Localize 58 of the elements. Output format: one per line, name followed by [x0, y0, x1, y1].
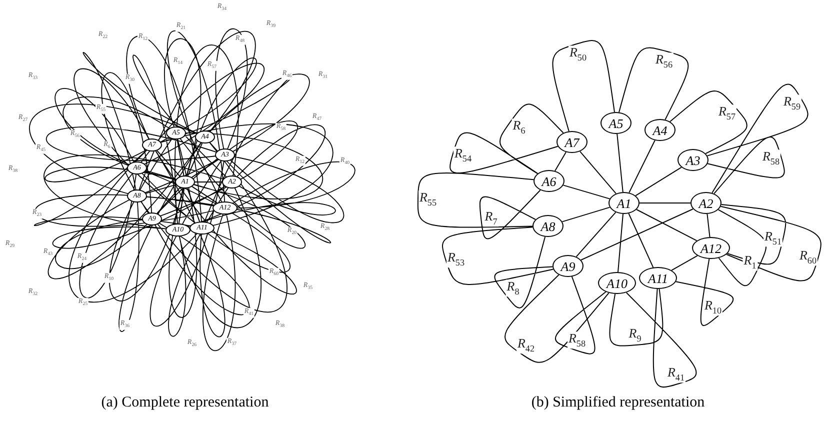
relation-label: R$_{53}$: [446, 250, 466, 268]
connector-line: [186, 188, 200, 222]
entity-ellipse: A1: [608, 192, 640, 214]
connector-line: [178, 188, 185, 224]
connector-line: [580, 208, 694, 260]
connector-line: [562, 206, 610, 222]
connector-line: [176, 139, 184, 176]
relation-label: R$_{56}$: [654, 52, 674, 70]
connector-line: [562, 184, 610, 200]
entity-ellipse: A7: [556, 131, 588, 153]
connector-line: [146, 184, 176, 194]
connector-line: [618, 214, 624, 272]
relation-label: R$_{60}$: [798, 248, 818, 266]
relation-label: R$_{55}$: [418, 190, 438, 208]
relation-label: R$_{51}$: [763, 230, 783, 246]
connector-line: [628, 213, 654, 268]
connector-line: [635, 166, 682, 196]
relation-label: R$_{50}$: [568, 46, 588, 62]
connector-line: [671, 255, 698, 271]
entity-ellipse: A8: [532, 215, 564, 237]
connector-line: [576, 212, 616, 258]
relation-label: R$_{58}$: [567, 332, 587, 348]
relation-label: R$_{57}$: [717, 104, 737, 122]
connector-line: [580, 150, 616, 194]
connector-line: [706, 214, 710, 238]
connector-line: [156, 150, 180, 177]
connector-line: [156, 187, 180, 214]
connector-line: [187, 142, 203, 176]
connector-line: [616, 134, 624, 192]
connector-line: [192, 186, 218, 204]
entity-ellipse: A4: [644, 119, 676, 141]
entity-ellipse: A11: [639, 267, 677, 289]
panel-caption: (a) Complete representation: [100, 396, 270, 410]
connector-line: [639, 202, 691, 204]
relation-label: R$_{7}$: [484, 210, 498, 226]
relation-label: R$_{1}$: [742, 254, 758, 270]
entity-ellipse: A2: [690, 192, 722, 214]
connector-line: [628, 140, 656, 194]
entity-ellipse: A10: [598, 272, 636, 294]
relation-label: R$_{8}$: [506, 280, 520, 296]
entity-ellipse: A5: [600, 112, 632, 134]
panel-caption: (b) Simplified representation: [530, 396, 706, 410]
connector-line: [191, 159, 219, 178]
relation-label: R$_{58}$: [761, 150, 781, 166]
relation-label: R$_{42}$: [516, 336, 536, 354]
relation-label: R$_{9}$: [628, 326, 642, 344]
connector-line: [554, 152, 566, 172]
relation-label: R$_{54}$: [453, 146, 473, 164]
connector-line: [636, 209, 698, 242]
relation-label: R$_{10}$: [703, 298, 723, 316]
entity-ellipse: A12: [692, 237, 730, 259]
relation-label: R$_{59}$: [782, 94, 802, 112]
entity-ellipse: A9: [552, 255, 584, 277]
entity-ellipse: A3: [678, 149, 708, 171]
relation-label: R$_{41}$: [666, 366, 686, 382]
entity-ellipse: A6: [534, 170, 564, 192]
connector-line: [146, 170, 176, 180]
relation-label: R$_{6}$: [512, 118, 526, 136]
